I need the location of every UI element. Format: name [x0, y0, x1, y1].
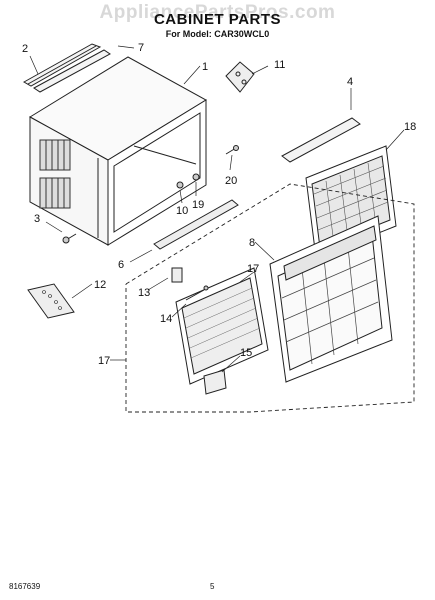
- callout-11: 11: [274, 59, 285, 71]
- model-subtitle: For Model: CAR30WCL0: [165, 29, 270, 39]
- callout-14: 14: [160, 313, 172, 325]
- callout-16: 17: [247, 263, 259, 275]
- callout-12: 12: [94, 279, 106, 291]
- part-1-cabinet: [29, 56, 207, 246]
- callout-15: 15: [240, 347, 252, 359]
- callout-20: 20: [225, 175, 237, 187]
- callout-7: 7: [138, 42, 144, 54]
- part-4-strip: [281, 117, 361, 163]
- part-17-grille-assembly-outline: [125, 183, 415, 413]
- callout-18: 18: [404, 121, 416, 133]
- part-3-screw: [62, 233, 77, 244]
- leader-lines: [29, 45, 405, 373]
- part-11-bracket: [225, 61, 255, 93]
- callout-19: 19: [192, 199, 204, 211]
- part-16-filter: [175, 267, 269, 385]
- part-15-clip: [203, 369, 227, 395]
- callout-4: 4: [347, 76, 353, 88]
- part-8-front-panel: [269, 215, 393, 383]
- part-19-screw: [192, 173, 200, 181]
- callout-10: 10: [176, 205, 188, 217]
- part-6-rail: [153, 199, 239, 250]
- callout-6: 6: [118, 259, 124, 271]
- part-2-top-rail: [22, 43, 102, 87]
- document-number: 8167639: [9, 582, 41, 591]
- page-title: CABINET PARTS: [153, 11, 282, 28]
- callout-13: 13: [138, 287, 150, 299]
- watermark: AppliancePartsPros.com: [99, 2, 336, 23]
- callout-8: 8: [249, 237, 255, 249]
- part-13-tag: [171, 267, 183, 283]
- page-number: 5: [210, 582, 215, 591]
- part-12-remote: [27, 283, 75, 319]
- callout-2: 2: [22, 43, 28, 55]
- callout-1: 1: [202, 61, 208, 73]
- callout-17: 17: [98, 355, 110, 367]
- part-14-pin: [185, 285, 209, 301]
- part-20-screw: [225, 145, 239, 155]
- part-10-screw: [176, 181, 184, 189]
- part-7-top-rail: [33, 49, 111, 93]
- callout-3: 3: [34, 213, 40, 225]
